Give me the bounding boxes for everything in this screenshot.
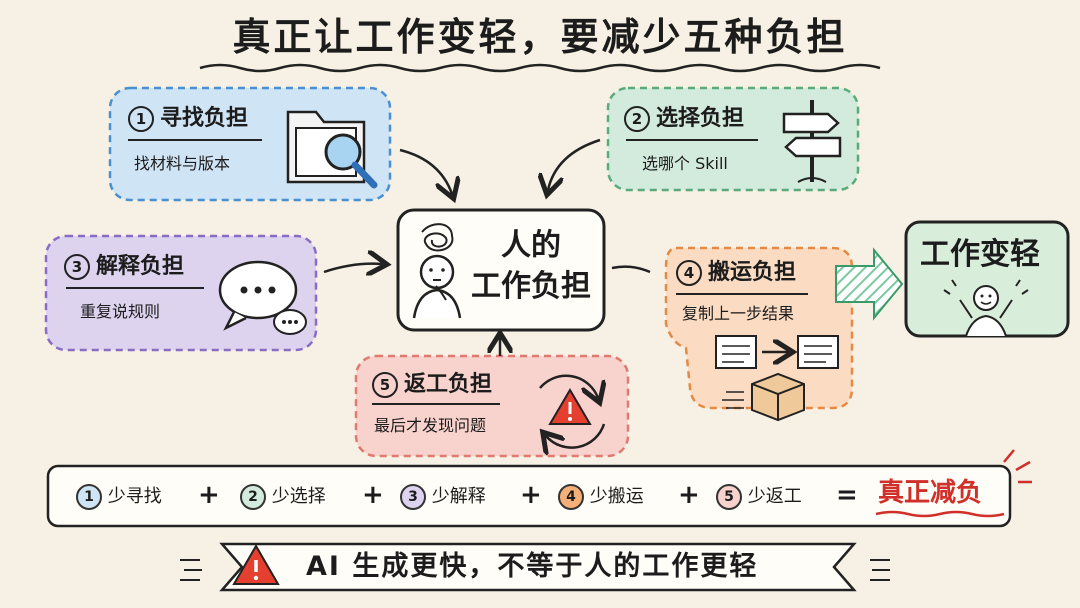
result-underline — [875, 510, 1005, 518]
eq-item-1: 1 少寻找 — [76, 484, 162, 510]
arrow-4 — [611, 265, 651, 274]
happy-person-icon — [943, 279, 1029, 337]
equals-sign: = — [836, 480, 858, 510]
burden-5-sub: 最后才发现问题 — [374, 416, 487, 435]
big-arrow — [835, 247, 904, 321]
eq-item-5: 5 少返工 — [716, 484, 802, 510]
warning-text: AI 生成更快，不等于人的工作更轻 — [306, 551, 759, 582]
arrow-1 — [399, 148, 452, 194]
eq-item-4: 4 少搬运 — [558, 484, 644, 510]
burden-4-sub: 复制上一步结果 — [682, 304, 795, 323]
folder-search-icon — [286, 110, 378, 189]
plus-1: + — [198, 480, 220, 510]
thinking-person-icon — [412, 223, 462, 319]
plus-3: + — [520, 480, 542, 510]
burden-box-5 — [354, 354, 630, 458]
box-icon — [722, 372, 805, 422]
eq-item-3: 3 少解释 — [400, 484, 486, 510]
goal-label: 工作变轻 — [920, 237, 1040, 272]
burden-3-sub: 重复说规则 — [80, 302, 161, 321]
title-underline — [199, 63, 881, 73]
plus-2: + — [362, 480, 384, 510]
burden-1-sub: 找材料与版本 — [134, 154, 231, 173]
page-title: 真正让工作变轻，要减少五种负担 — [232, 15, 848, 59]
eq-item-2: 2 少选择 — [240, 484, 326, 510]
equation-bar — [46, 464, 1012, 528]
warning-icon — [232, 544, 280, 585]
arrow-3 — [323, 264, 382, 272]
burden-2-sub: 选哪个 Skill — [642, 154, 728, 173]
result-label: 真正减负 — [878, 478, 983, 508]
center-label: 人的工作负担 — [471, 228, 591, 304]
cycle-warning-icon — [539, 374, 604, 448]
chat-bubbles-icon — [218, 260, 307, 335]
arrow-2 — [548, 138, 601, 190]
plus-4: + — [678, 480, 700, 510]
warning-banner — [219, 542, 857, 592]
signpost-icon — [782, 100, 842, 183]
document-transfer-icon — [715, 335, 839, 369]
